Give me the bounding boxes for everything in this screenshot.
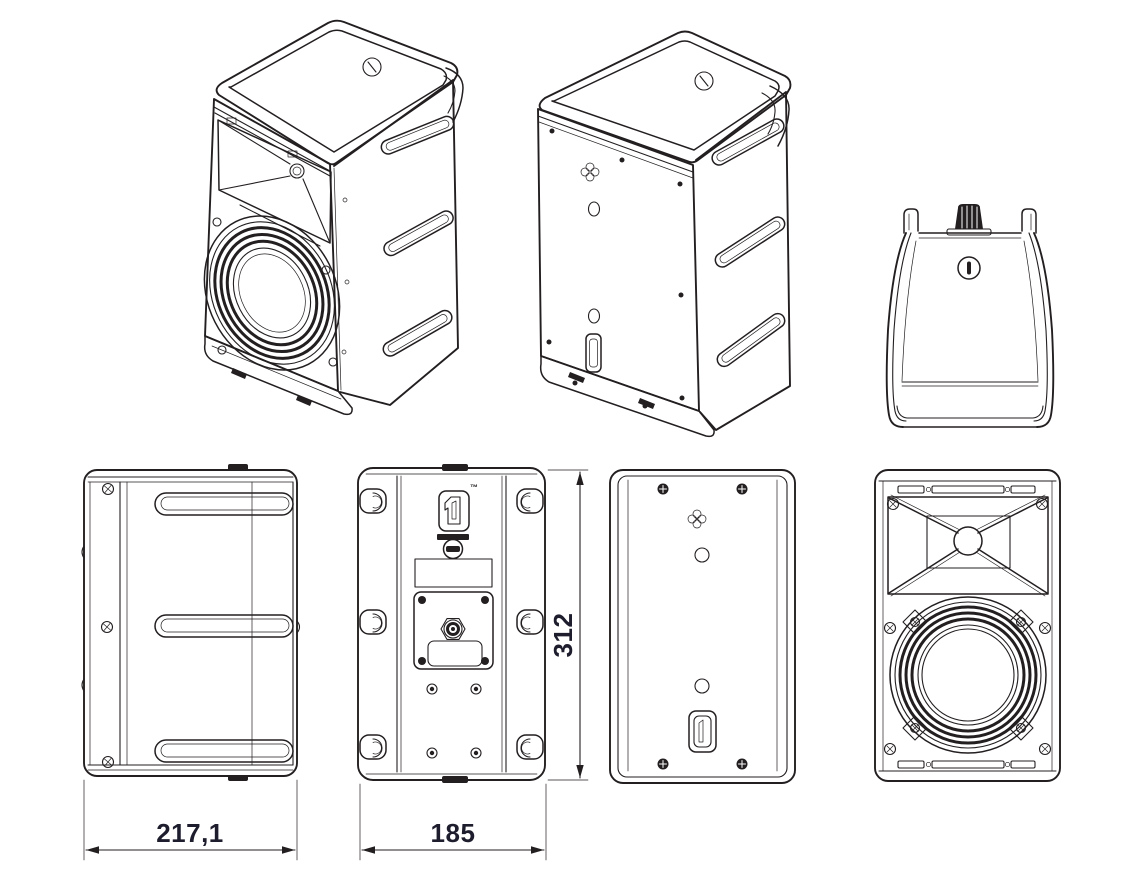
dimension-width-label: 185	[430, 818, 476, 848]
iso-rear-base	[539, 355, 715, 438]
side-view-screws	[100, 482, 115, 769]
front-horn	[886, 494, 1049, 597]
iso-rear-back-face	[537, 108, 700, 412]
iso-front-woofer	[203, 215, 341, 371]
cover-logo-slot	[688, 710, 717, 753]
rear-panel-screws	[426, 683, 482, 759]
front-woofer	[889, 596, 1047, 754]
view-isometric-rear	[537, 30, 792, 438]
view-rear-cover	[609, 469, 796, 784]
iso-rear-screws	[546, 128, 685, 409]
input-plate	[413, 591, 494, 670]
pole-mount-cap-icon	[362, 57, 382, 77]
dimension-depth	[83, 779, 298, 861]
cloverleaf-vent-icon	[580, 162, 600, 182]
rear-label-plate	[414, 558, 493, 588]
trademark-label: ™	[470, 483, 478, 492]
dimension-height	[547, 469, 589, 781]
pole-mount-cap-icon	[694, 71, 714, 91]
cover-hole-upper	[694, 547, 710, 563]
dimension-depth-label: 217,1	[156, 818, 224, 848]
rear-rail-ends	[359, 488, 544, 760]
pole-mount-socket-bottom-icon	[442, 538, 464, 560]
cloverleaf-vent-icon	[687, 509, 707, 529]
iso-front-top-face	[215, 19, 464, 166]
side-view-knob-silhouette	[228, 464, 248, 471]
iso-rear-top-face	[538, 30, 792, 164]
speaker-input-connector-icon	[440, 618, 466, 640]
view-isometric-front-left	[203, 19, 464, 416]
view-top	[885, 204, 1055, 428]
iso-front-woofer-screws	[212, 217, 338, 367]
top-view-rails	[885, 232, 1055, 428]
view-rear-panel	[357, 464, 546, 783]
iso-front-side-face	[333, 79, 459, 406]
pole-mount-socket-icon	[957, 256, 981, 280]
cover-hole-lower	[694, 678, 710, 694]
side-view-rails	[154, 492, 294, 763]
locking-knob-icon	[946, 204, 992, 236]
dimension-height-label: 312	[548, 612, 578, 658]
dimension-annotations	[83, 469, 589, 861]
cover-screws	[657, 483, 748, 770]
iso-rear-side-face	[695, 91, 791, 431]
dimension-width	[359, 783, 547, 861]
front-baffle-screws	[883, 621, 1052, 756]
front-port-slots-bottom	[897, 760, 1036, 769]
front-port-slots-top	[897, 485, 1036, 494]
brand-logo-1-icon	[438, 490, 470, 532]
view-front	[874, 469, 1061, 782]
iso-front-base	[203, 335, 353, 416]
front-woofer-mount-tabs	[902, 609, 1034, 741]
view-side	[81, 464, 301, 781]
